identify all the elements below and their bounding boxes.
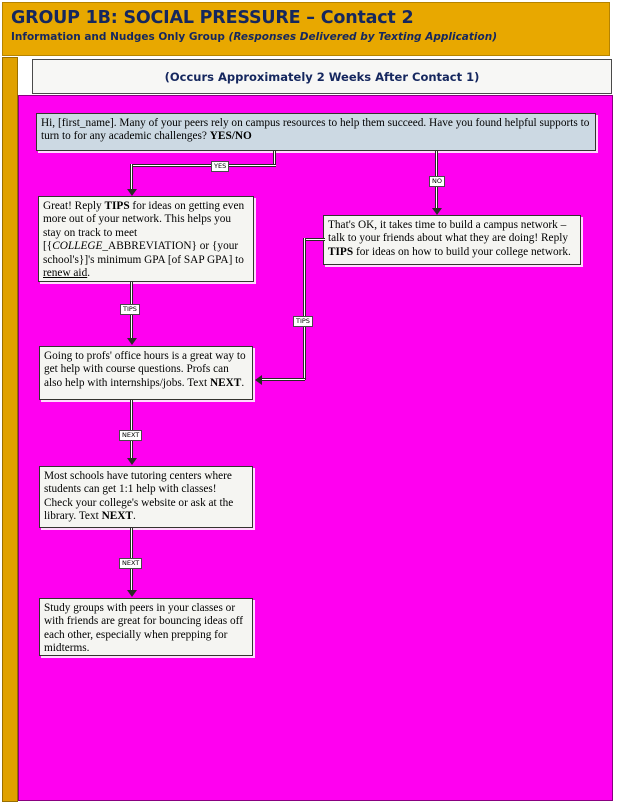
page-subtitle-plain: Information and Nudges Only Group (11, 31, 229, 43)
edge-tips2-arrowhead (255, 375, 262, 385)
edge-next2-label: NEXT (119, 558, 143, 569)
page-subtitle-italic: (Responses Delivered by Texting Applicat… (228, 31, 497, 43)
page-title: GROUP 1B: SOCIAL PRESSURE – Contact 2 (11, 8, 414, 28)
edge-yes-segment-down-1 (273, 151, 276, 167)
edge-yes-segment-across (130, 164, 276, 167)
timing-note-band: (Occurs Approximately 2 Weeks After Cont… (32, 59, 612, 94)
edge-tips2-segment-into-box (262, 378, 305, 381)
edge-yes-segment-down-2 (130, 164, 133, 191)
edge-yes-arrowhead (127, 189, 137, 196)
edge-tips2-segment-left (303, 238, 325, 241)
edge-next1-label: NEXT (119, 430, 143, 441)
edge-next1-arrowhead (127, 458, 137, 465)
edge-tips1-label: TIPS (120, 304, 140, 315)
edge-tips2-label: TIPS (293, 316, 313, 327)
opening-message-box[interactable]: Hi, [first_name]. Many of your peers rel… (36, 113, 596, 151)
tutoring-center-tip-box[interactable]: Most schools have tutoring centers where… (39, 466, 253, 528)
edge-yes-label: YES (211, 161, 230, 172)
left-accent-stripe (2, 57, 18, 802)
edge-tips1-arrowhead (127, 338, 137, 345)
edge-next2-arrowhead (127, 590, 137, 597)
study-groups-tip-box[interactable]: Study groups with peers in your classes … (39, 598, 253, 656)
edge-no-label: NO (429, 176, 445, 187)
timing-note-text: (Occurs Approximately 2 Weeks After Cont… (164, 69, 480, 84)
title-bar: GROUP 1B: SOCIAL PRESSURE – Contact 2 In… (2, 2, 610, 56)
edge-no-arrowhead (432, 208, 442, 215)
yes-response-box[interactable]: Great! Reply TIPS for ideas on getting e… (38, 196, 254, 282)
page-subtitle: Information and Nudges Only Group (Respo… (11, 30, 609, 44)
no-response-box[interactable]: That's OK, it takes time to build a camp… (323, 215, 581, 265)
office-hours-tip-box[interactable]: Going to profs' office hours is a great … (39, 346, 253, 400)
edge-tips2-segment-down (303, 238, 306, 380)
